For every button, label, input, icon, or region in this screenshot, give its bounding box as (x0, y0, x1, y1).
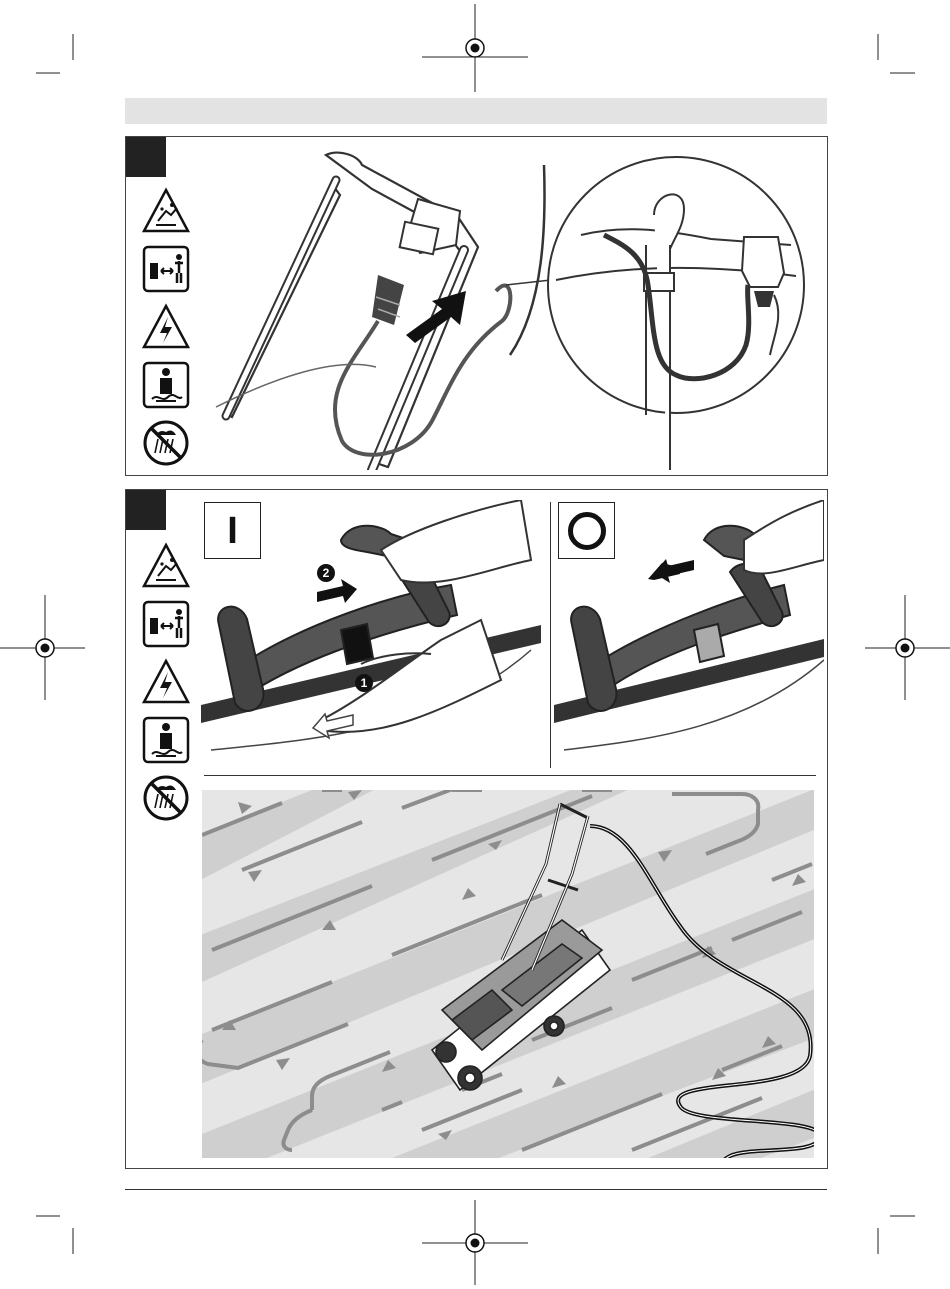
step-1-badge: 1 (355, 674, 373, 692)
figure-number-badge (126, 490, 166, 530)
keep-bystanders-away-icon (142, 600, 190, 648)
wear-protective-equipment-icon (142, 361, 190, 409)
electric-shock-warning-icon (142, 658, 190, 706)
subfigure-divider (550, 502, 551, 768)
electric-shock-warning-icon (142, 303, 190, 351)
step-2-badge: 2 (317, 564, 335, 582)
safety-icon-column (142, 187, 190, 467)
switch-on-illustration (201, 500, 541, 770)
do-not-use-in-rain-icon (142, 774, 190, 822)
thrown-objects-warning-icon (142, 187, 190, 235)
cable-connection-illustration (206, 145, 816, 470)
wear-protective-equipment-icon (142, 716, 190, 764)
figure-panel-a (125, 136, 828, 476)
thrown-objects-warning-icon (142, 542, 190, 590)
section-divider (204, 775, 816, 776)
footer-rule (125, 1189, 827, 1190)
switch-off-illustration (554, 500, 824, 770)
header-band (125, 98, 827, 124)
keep-bystanders-away-icon (142, 245, 190, 293)
do-not-use-in-rain-icon (142, 419, 190, 467)
figure-panel-b: I 2 1 O (125, 489, 828, 1169)
safety-icon-column (142, 542, 190, 822)
mowing-pattern-illustration (202, 790, 814, 1158)
figure-number-badge (126, 137, 166, 177)
